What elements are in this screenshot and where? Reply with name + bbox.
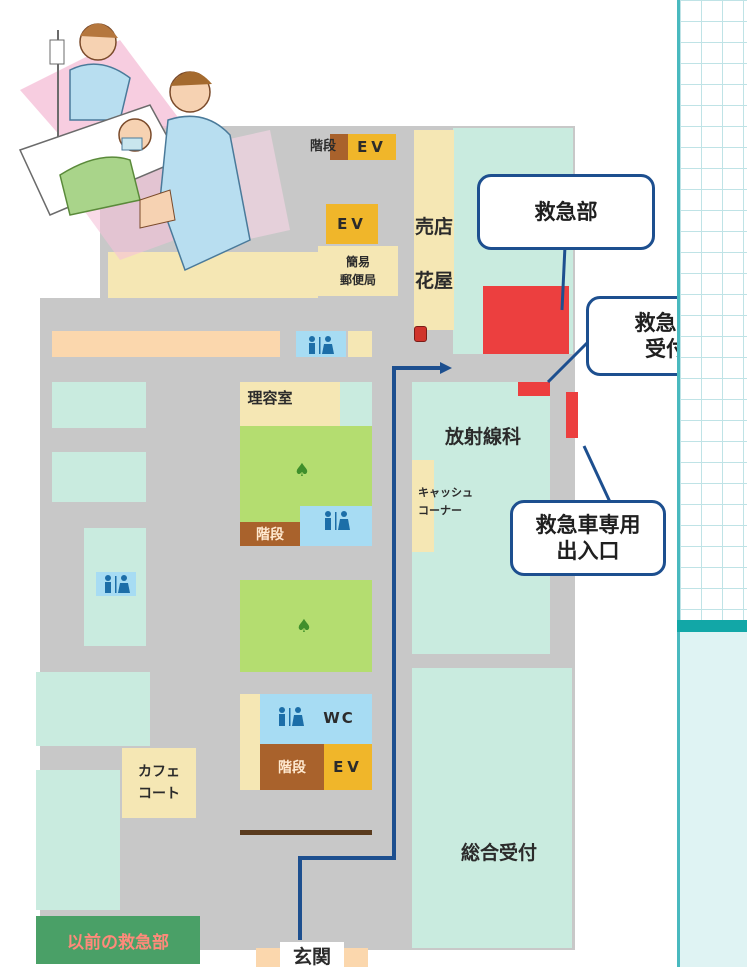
barber-block bbox=[240, 382, 340, 426]
ev-top-block bbox=[348, 134, 396, 160]
shop-column bbox=[414, 130, 454, 330]
ev-mid-label: EV bbox=[337, 215, 367, 233]
shop-label: 売店 bbox=[414, 215, 453, 238]
emergency-area bbox=[483, 286, 569, 354]
barber-side-room bbox=[340, 382, 372, 426]
ev-top-label: EV bbox=[357, 138, 387, 156]
barber-label: 理容室 bbox=[247, 388, 293, 407]
west-bottom-room bbox=[36, 770, 120, 910]
stairs-center-block bbox=[240, 522, 300, 546]
ambulance-line2: 出入口 bbox=[556, 539, 620, 563]
stairs-center-label: 階段 bbox=[256, 527, 284, 543]
cafe-block bbox=[122, 748, 196, 818]
emergency-callout: 救急部 bbox=[477, 174, 655, 250]
radiology-label: 放射線科 bbox=[444, 425, 521, 448]
side-panel-lower bbox=[680, 632, 747, 967]
south-side-strip bbox=[240, 694, 260, 790]
restroom-west-icon bbox=[100, 574, 134, 594]
stairs-top-label: 階段 bbox=[309, 138, 336, 154]
west-room-2 bbox=[52, 452, 146, 502]
west-room-1 bbox=[52, 382, 146, 428]
post-office-block bbox=[318, 246, 398, 296]
restroom-north bbox=[296, 331, 346, 357]
post-office-label: 簡易 郵便局 bbox=[339, 255, 376, 287]
west-corridor-room bbox=[52, 331, 280, 357]
route-overlay bbox=[298, 245, 612, 940]
cafe-label: カフェ コート bbox=[138, 764, 180, 802]
old-emergency-label: 以前の救急部 bbox=[67, 932, 169, 953]
ambulance-entrance-marker bbox=[566, 392, 578, 438]
fire-extinguisher-icon bbox=[414, 326, 427, 342]
route-line bbox=[298, 366, 440, 940]
emergency-callout-text: 救急部 bbox=[534, 200, 598, 224]
south-wall-bar bbox=[240, 830, 372, 835]
ev-mid-block bbox=[326, 204, 378, 244]
small-room-north bbox=[348, 331, 372, 357]
grass-icon-2: ♠ bbox=[295, 615, 313, 637]
restroom-center-icon bbox=[318, 510, 354, 532]
courtyard-south bbox=[240, 580, 372, 672]
stairs-top-block bbox=[330, 134, 348, 160]
wc-label: WC bbox=[323, 709, 355, 727]
stairs-bottom-label: 階段 bbox=[278, 760, 306, 776]
emergency-connector bbox=[560, 245, 567, 311]
flower-shop-label: 花屋 bbox=[414, 269, 453, 292]
stairs-bottom-block bbox=[260, 744, 324, 790]
general-reception-block bbox=[412, 668, 572, 948]
teal-divider bbox=[677, 620, 747, 632]
ambulance-entrance-callout: 救急車専用 出入口 bbox=[510, 500, 666, 576]
restroom-north-icon bbox=[302, 335, 338, 355]
ambulance-connector bbox=[582, 445, 612, 503]
grass-icon-1: ♠ bbox=[293, 459, 311, 481]
wc-block bbox=[260, 694, 372, 744]
old-emergency-block bbox=[36, 916, 200, 964]
side-grid-panel bbox=[677, 0, 747, 967]
emergency-reception-marker bbox=[518, 382, 550, 396]
entrance-label: 玄関 bbox=[280, 942, 344, 968]
ev-bottom-block bbox=[324, 744, 372, 790]
floor-plan: 階段 EV EV 簡易 郵便局 売店 花屋 理容室 ♠ 階段 ♠ bbox=[18, 23, 612, 968]
general-reception-label: 総合受付 bbox=[460, 841, 537, 864]
grid-paper bbox=[680, 0, 747, 620]
wc-icon bbox=[272, 706, 308, 728]
route-arrow bbox=[440, 362, 452, 374]
ambulance-line1: 救急車専用 bbox=[535, 513, 641, 537]
ev-bottom-label: EV bbox=[333, 758, 363, 776]
cash-corner-block bbox=[412, 460, 434, 552]
west-lower-room bbox=[36, 672, 150, 746]
hospital-staff-illustration bbox=[18, 23, 290, 272]
cash-corner-label: キャッシュ コーナー bbox=[418, 486, 473, 517]
north-wing-rooms bbox=[108, 252, 318, 298]
